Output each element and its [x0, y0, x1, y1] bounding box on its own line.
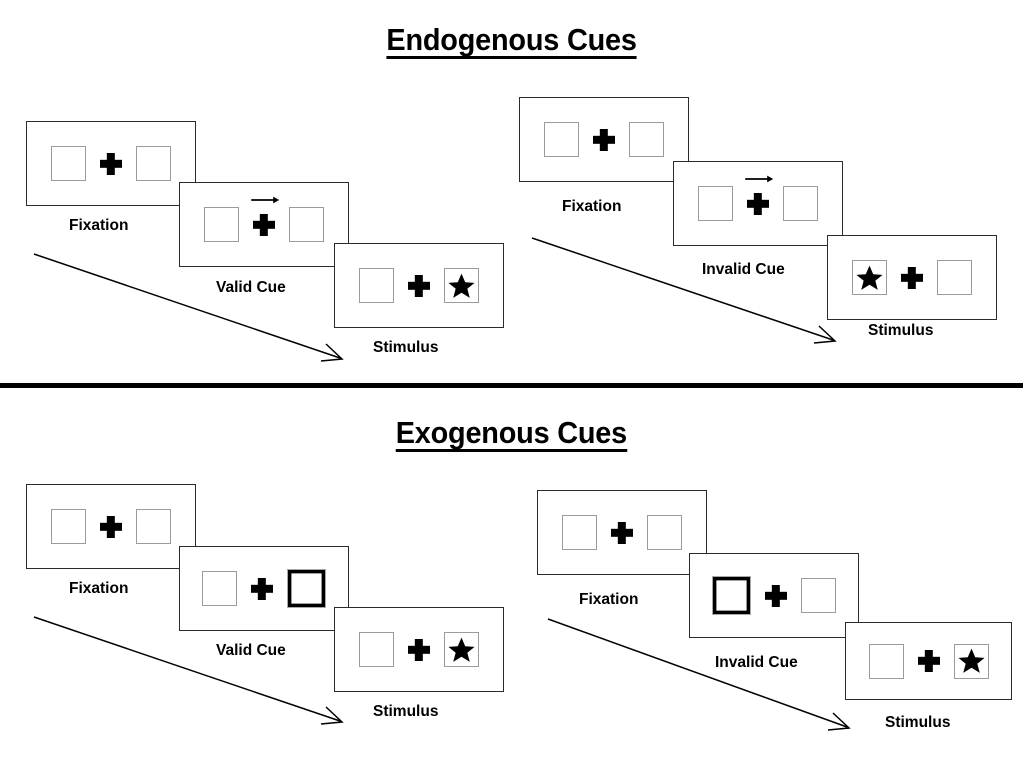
section-title-endogenous-text: Endogenous Cues: [386, 22, 637, 59]
stage-label-exogenous-invalid-fixation: Fixation: [579, 591, 639, 608]
section-title-endogenous: Endogenous Cues: [0, 24, 1023, 59]
box-right-cued: [287, 569, 326, 608]
diagonal-arrow-icon-endogenous-invalid: [528, 232, 848, 352]
panel-endogenous-valid-fixation[interactable]: [26, 121, 196, 206]
stage-label-endogenous-valid-stimulus: Stimulus: [373, 339, 439, 356]
stage-label-exogenous-invalid-cue: Invalid Cue: [715, 654, 798, 671]
panel-inner: [520, 98, 688, 181]
box-left: [202, 571, 237, 606]
panel-inner: [335, 244, 503, 327]
panel-inner: [690, 554, 858, 637]
panel-endogenous-invalid-fixation[interactable]: [519, 97, 689, 182]
stage-label-exogenous-valid-fixation: Fixation: [69, 580, 129, 597]
stage-label-exogenous-valid-cue: Valid Cue: [216, 642, 286, 659]
star-icon: [447, 636, 476, 664]
plus-icon: [408, 639, 430, 661]
panel-inner: [846, 623, 1011, 699]
panel-exogenous-invalid-stimulus[interactable]: [845, 622, 1012, 700]
box-right: [629, 122, 664, 157]
box-right: [289, 207, 324, 242]
plus-icon: [408, 275, 430, 297]
plus-icon: [253, 214, 275, 236]
plus-icon: [901, 267, 923, 289]
arrow-right-icon: [744, 174, 774, 184]
stage-label-endogenous-valid-cue: Valid Cue: [216, 279, 286, 296]
box-left: [359, 268, 394, 303]
box-right: [444, 632, 479, 667]
panel-inner: [27, 485, 195, 568]
panel-endogenous-valid-stimulus[interactable]: [334, 243, 504, 328]
box-left: [51, 509, 86, 544]
box-right: [937, 260, 972, 295]
section-divider: [0, 383, 1023, 388]
box-right: [783, 186, 818, 221]
panel-inner: [335, 608, 503, 691]
panel-exogenous-invalid-cue[interactable]: [689, 553, 859, 638]
star-icon: [855, 264, 884, 292]
plus-icon: [593, 129, 615, 151]
stage-label-exogenous-valid-stimulus: Stimulus: [373, 703, 439, 720]
stage-label-endogenous-invalid-cue: Invalid Cue: [702, 261, 785, 278]
panel-inner: [180, 183, 348, 266]
box-right: [444, 268, 479, 303]
stage-label-endogenous-valid-fixation: Fixation: [69, 217, 129, 234]
panel-inner: [27, 122, 195, 205]
box-right: [647, 515, 682, 550]
panel-endogenous-invalid-cue[interactable]: [673, 161, 843, 246]
plus-icon: [765, 585, 787, 607]
box-left: [868, 643, 904, 679]
stage-label-endogenous-invalid-stimulus: Stimulus: [868, 322, 934, 339]
panel-exogenous-valid-cue[interactable]: [179, 546, 349, 631]
box-left: [698, 186, 733, 221]
panel-endogenous-invalid-stimulus[interactable]: [827, 235, 997, 320]
box-left: [544, 122, 579, 157]
arrow-right-icon: [250, 195, 280, 205]
section-title-exogenous: Exogenous Cues: [0, 417, 1023, 452]
box-right: [136, 509, 171, 544]
stage-label-endogenous-invalid-fixation: Fixation: [562, 198, 622, 215]
box-left: [359, 632, 394, 667]
panel-inner: [828, 236, 996, 319]
panel-inner: [538, 491, 706, 574]
plus-icon: [251, 578, 273, 600]
box-left: [204, 207, 239, 242]
star-icon: [447, 272, 476, 300]
stage-label-exogenous-invalid-stimulus: Stimulus: [885, 714, 951, 731]
panel-exogenous-invalid-fixation[interactable]: [537, 490, 707, 575]
box-left-cued: [712, 576, 751, 615]
star-icon: [957, 647, 986, 675]
plus-icon: [100, 153, 122, 175]
box-left: [51, 146, 86, 181]
panel-exogenous-valid-stimulus[interactable]: [334, 607, 504, 692]
plus-icon: [747, 193, 769, 215]
plus-icon: [918, 650, 940, 672]
box-right: [953, 643, 989, 679]
panel-endogenous-valid-cue[interactable]: [179, 182, 349, 267]
box-left: [562, 515, 597, 550]
plus-icon: [611, 522, 633, 544]
panel-inner: [674, 162, 842, 245]
panel-inner: [180, 547, 348, 630]
panel-exogenous-valid-fixation[interactable]: [26, 484, 196, 569]
box-right: [136, 146, 171, 181]
box-left: [852, 260, 887, 295]
section-title-exogenous-text: Exogenous Cues: [395, 415, 628, 452]
plus-icon: [100, 516, 122, 538]
box-right: [801, 578, 836, 613]
